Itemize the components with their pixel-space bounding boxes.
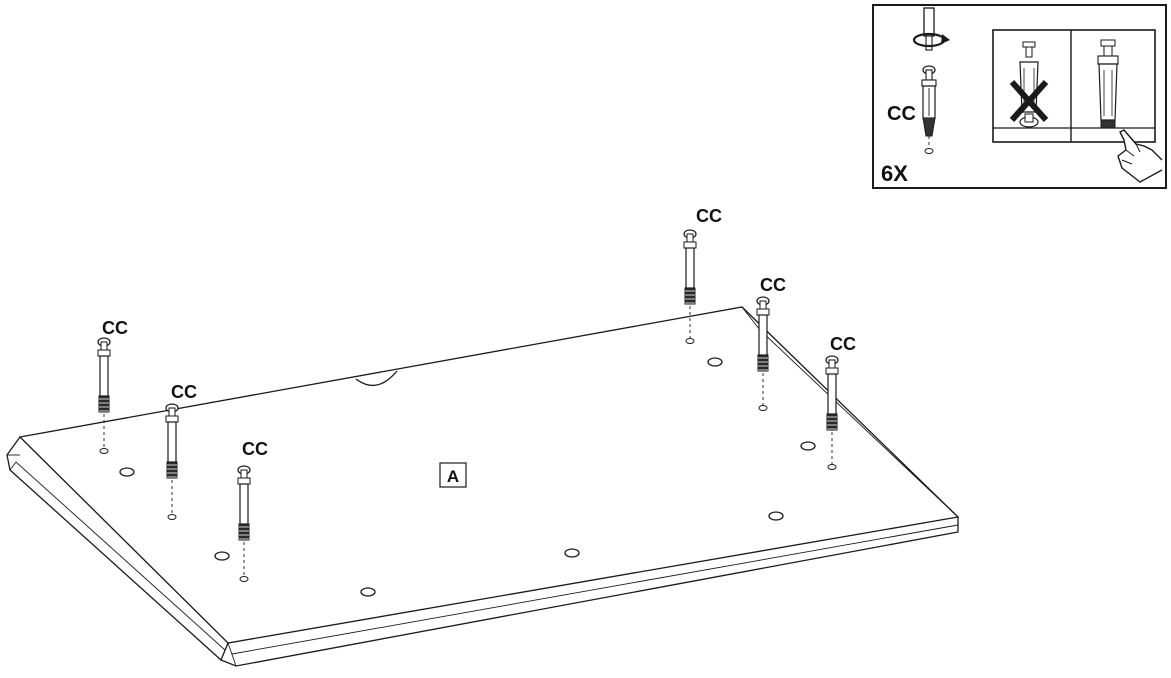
- screwdriver-icon: [923, 7, 935, 51]
- cam-bolt-cc: CC: [97, 318, 128, 454]
- correct-example: [1097, 39, 1119, 129]
- cam-bolt-cc: CC: [237, 439, 268, 582]
- fastener-label: CC: [760, 275, 786, 295]
- cross-icon: [1009, 79, 1049, 123]
- panel-label: A: [447, 467, 459, 486]
- instruction-inset: CC 6X: [872, 4, 1167, 189]
- panel-holes: [119, 357, 816, 597]
- panel-a: A: [6, 306, 960, 667]
- fastener-label: CC: [830, 334, 856, 354]
- callout-label: CC: [887, 103, 916, 125]
- callout-screw: [921, 65, 937, 154]
- panel-cutout: [355, 370, 398, 387]
- fastener-label: CC: [102, 318, 128, 338]
- cam-bolt-cc: CC: [825, 334, 856, 470]
- cam-bolt-cc: CC: [756, 275, 786, 411]
- fastener-label: CC: [242, 439, 268, 459]
- panel-label-box: A: [439, 462, 467, 488]
- pointing-hand-icon: [1117, 129, 1163, 183]
- quantity-label: 6X: [881, 161, 908, 186]
- fastener-label: CC: [171, 382, 197, 402]
- cam-bolt-cc: CC: [165, 382, 197, 520]
- rotation-arrow-icon: [912, 32, 950, 48]
- cam-bolt-cc: CC: [683, 206, 722, 344]
- fastener-layer: CC CC CC CC CC CC: [97, 206, 856, 582]
- fastener-label: CC: [696, 206, 722, 226]
